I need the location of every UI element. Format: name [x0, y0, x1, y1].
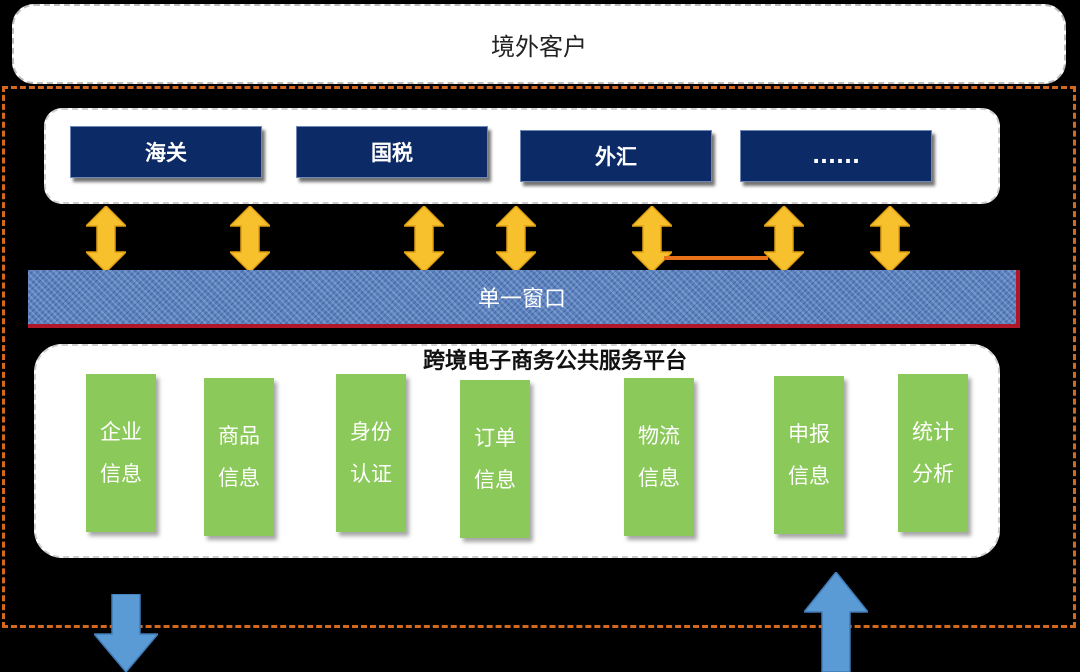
- agency-tax-label: 国税: [371, 141, 413, 165]
- double-arrow-icon: [86, 206, 126, 272]
- agency-customs: 海关: [70, 126, 262, 178]
- module-statistics: 统计 分析: [898, 374, 968, 532]
- module-enterprise-info: 企业 信息: [86, 374, 156, 532]
- single-window-bar: 单一窗口: [28, 270, 1020, 328]
- arrow-down-icon: [94, 594, 158, 672]
- double-arrow-icon: [764, 206, 804, 272]
- module-declaration-info: 申报 信息: [774, 376, 844, 534]
- agency-more: ......: [740, 130, 932, 182]
- module-product-info: 商品 信息: [204, 378, 274, 536]
- overseas-customer-label: 境外客户: [491, 32, 587, 61]
- module-logistics-info: 物流 信息: [624, 378, 694, 536]
- service-frame: [2, 86, 1076, 628]
- single-window-label: 单一窗口: [477, 287, 566, 312]
- platform-title: 跨境电子商务公共服务平台: [422, 349, 687, 374]
- agency-forex-label: 外汇: [595, 145, 637, 169]
- agency-tax: 国税: [296, 126, 488, 178]
- connector-line: [664, 256, 768, 260]
- double-arrow-icon: [230, 206, 270, 272]
- double-arrow-icon: [632, 206, 672, 272]
- double-arrow-icon: [870, 206, 910, 272]
- agency-more-label: ......: [812, 144, 860, 168]
- module-identity-auth: 身份 认证: [336, 374, 406, 532]
- double-arrow-icon: [496, 206, 536, 272]
- double-arrow-icon: [404, 206, 444, 272]
- arrow-up-icon: [804, 572, 868, 672]
- agency-customs-label: 海关: [145, 141, 187, 165]
- overseas-customer-box: 境外客户: [12, 4, 1066, 84]
- module-order-info: 订单 信息: [460, 380, 530, 538]
- agency-forex: 外汇: [520, 130, 712, 182]
